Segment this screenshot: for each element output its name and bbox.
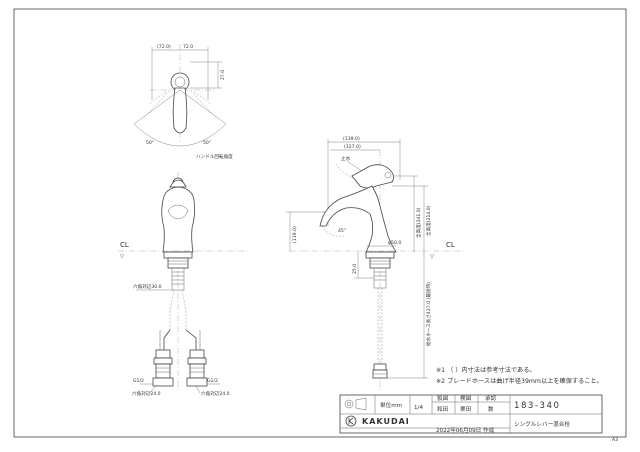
col-shonin: 承認 [485, 394, 497, 402]
cl-left-label: CL [120, 241, 129, 249]
g-left-label: G1/2 [133, 378, 144, 384]
side-view: (139.0) (127.0) 止水 45° (119.0) φ50.0 CL … [286, 136, 464, 390]
col-seizu: 製図 [437, 394, 449, 402]
product-number: 183-340 [514, 401, 560, 411]
name-2: 栗田 [460, 406, 472, 413]
cl-left-marker: ▽ [120, 254, 124, 260]
dim-241: 全高度(241.0) [415, 207, 422, 238]
sheet-border [13, 8, 627, 438]
top-view: (72.0) 72.0 27.0 50° 50° ハンドル回転角度 [133, 44, 233, 160]
scale: 1/4 [414, 405, 423, 411]
dim-119: (119.0) [292, 226, 298, 243]
dim-139: (139.0) [343, 136, 360, 142]
front-view: CL ▽ 六角対辺30.0 [118, 172, 250, 397]
name-3: 数 [488, 405, 494, 413]
handle-angle-label: ハンドル回転角度 [196, 153, 233, 160]
title-block: 単位mm 1/4 製図 検図 承認 和田 栗田 数 183-340 シングルレバ… [339, 394, 603, 434]
kakudai-logo-icon [345, 415, 357, 427]
dim-top-right: 72.0 [183, 44, 193, 50]
projection-symbol-icon [344, 397, 367, 411]
dim-127: (127.0) [344, 144, 361, 150]
col-kenzu: 検図 [460, 394, 472, 402]
cl-right-marker: ▽ [430, 254, 434, 260]
angle-left: 50° [146, 140, 154, 146]
sheet-size: A3 [612, 437, 618, 443]
dim-top-vertical: 27.0 [220, 70, 226, 80]
hex-upper-label: 六角対辺30.0 [133, 283, 162, 290]
dim-phi50: φ50.0 [388, 240, 401, 246]
unit-label: 単位mm [380, 401, 402, 409]
note-1: ※1 （ ）内寸法は参考寸法である。 [436, 366, 536, 374]
dim-214: 全高度(214.0) [425, 205, 432, 236]
angle-right: 50° [203, 140, 211, 146]
product-name: シングルレバー混合栓 [514, 420, 570, 428]
label-tomizu: 止水 [341, 155, 351, 162]
drawing-date: 2022年06月09日 作成 [436, 426, 495, 434]
name-1: 和田 [437, 405, 449, 413]
hex-right-label: 六角対辺24.0 [201, 390, 230, 397]
g-right-label: G1/2 [207, 378, 218, 384]
dim-427: 給水ホース長さ427.0 (最短時) [425, 282, 432, 346]
brand-name: KAKUDAI [362, 417, 410, 426]
dim-top-left: (72.0) [157, 44, 171, 50]
cl-right-label: CL [446, 241, 455, 249]
dim-25: 25.0 [352, 264, 358, 274]
dim-45deg: 45° [338, 228, 346, 234]
note-2: ※2 ブレードホースは曲げ半径39mm以上を確保すること。 [436, 377, 603, 385]
hex-left-label: 六角対辺24.0 [132, 390, 161, 397]
